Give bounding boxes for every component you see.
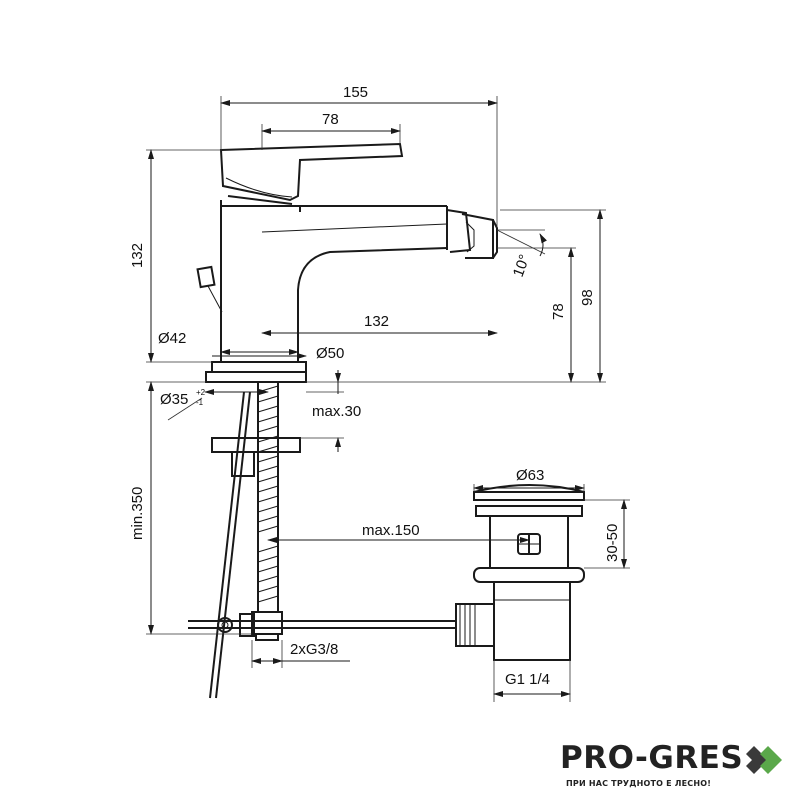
dim-overall-width: 155 — [343, 84, 368, 101]
brand-tagline: ПРИ НАС ТРУДНОТО Е ЛЕСНО! — [566, 779, 712, 788]
dim-escutcheon-diameter: Ø50 — [316, 345, 344, 362]
brand-logo: PRO-GRES ПРИ НАС ТРУДНОТО Е ЛЕСНО! — [560, 740, 790, 796]
dim-lever-length: 78 — [322, 111, 339, 128]
dim-overall-height: 132 — [129, 243, 146, 268]
dim-spout-height-outlet: 78 — [550, 303, 567, 320]
dim-waste-thread: G1 1/4 — [505, 671, 550, 688]
dimension-lines — [146, 96, 630, 702]
dim-waste-cap-diameter: Ø63 — [516, 467, 544, 484]
dim-hole-diameter: Ø35 — [160, 391, 188, 408]
dim-waste-thickness: 30-50 — [604, 524, 621, 562]
brand-name: PRO-GRES — [560, 740, 744, 776]
under-deck-parts — [188, 381, 456, 699]
waste-drain — [455, 484, 585, 661]
dim-tilt-angle: 10° — [510, 252, 534, 279]
dim-hole-tol-lower: -1 — [196, 398, 204, 407]
dimension-labels: 155 78 132 132 78 98 10° Ø42 Ø50 Ø35 +2 … — [129, 84, 621, 688]
dim-deck-thickness: max.30 — [312, 403, 361, 420]
diamond-chevron-icon — [746, 746, 782, 774]
faucet-body — [196, 142, 498, 383]
dim-popup-distance: max.150 — [362, 522, 420, 539]
dim-hose-length: min.350 — [129, 487, 146, 540]
dim-spout-reach: 132 — [364, 313, 389, 330]
dim-connections: 2xG3/8 — [290, 641, 338, 658]
dim-base-diameter: Ø42 — [158, 330, 186, 347]
dim-hole-tol-upper: +2 — [196, 388, 206, 397]
dim-spout-height-top: 98 — [579, 289, 596, 306]
